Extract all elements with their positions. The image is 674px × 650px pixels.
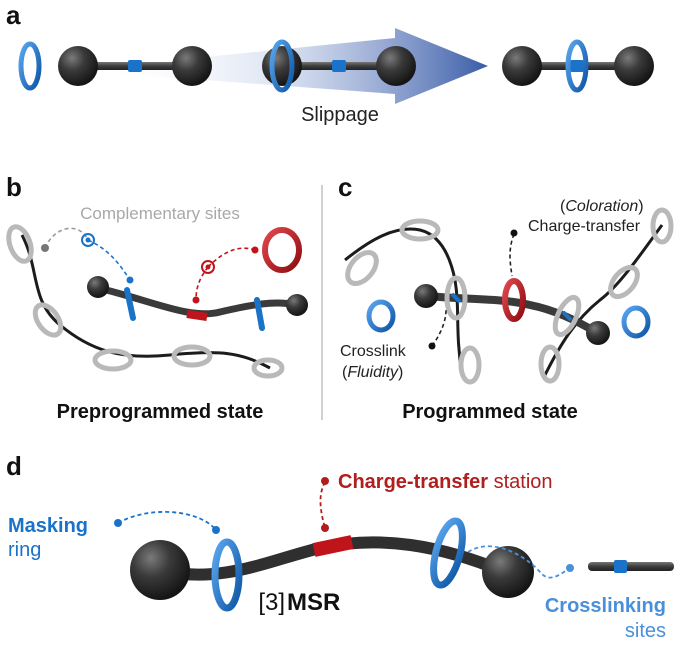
- gray-ring: [538, 344, 562, 384]
- sites-label: sites: [625, 620, 666, 642]
- gray-ring: [458, 345, 482, 385]
- blue-station: [128, 60, 142, 72]
- stopper-ball: [130, 540, 190, 600]
- dumbbell-2: [262, 39, 416, 93]
- red-connector: [195, 266, 209, 301]
- blue-ring-b: [124, 287, 136, 321]
- charge-transfer-label: Charge-transfer: [528, 218, 641, 235]
- stopper-ball: [262, 46, 302, 86]
- crosslinking-connector: [467, 545, 571, 579]
- annotation-dot-red: [321, 477, 329, 485]
- panel-b-label: b: [6, 172, 22, 202]
- slipping-blue-ring: [269, 39, 295, 93]
- gray-ring: [608, 264, 640, 300]
- gray-ring: [650, 207, 674, 245]
- msr-prefix: [3]: [258, 589, 285, 616]
- masking-connector: [117, 511, 217, 531]
- panel-d: d Charge-transfer station Masking ring […: [6, 451, 674, 642]
- red-station-d: [312, 535, 354, 557]
- free-blue-ring: [18, 41, 42, 91]
- site-dot-blue: [126, 276, 134, 284]
- stopper-ball: [376, 46, 416, 86]
- annotation-dot-blue: [114, 519, 122, 527]
- blue-station: [332, 60, 346, 72]
- dumbbell-1: [58, 46, 212, 86]
- gray-ring: [399, 218, 441, 242]
- crosslink-connector: [431, 309, 447, 347]
- blue-station: [561, 310, 573, 322]
- stopper-ball: [614, 46, 654, 86]
- complementary-sites-label: Complementary sites: [80, 204, 240, 223]
- stopper-ball: [586, 321, 610, 345]
- coloration-label: (Coloration): [560, 198, 644, 215]
- free-blue-ring: [366, 299, 396, 333]
- stopper-ball: [482, 546, 534, 598]
- panel-d-label: d: [6, 451, 22, 481]
- gray-ring: [92, 348, 134, 372]
- fluidity-label: (Fluidity): [342, 364, 403, 381]
- free-blue-ring: [621, 305, 651, 339]
- site-marker-red: [201, 260, 215, 274]
- polymer-chain: [543, 224, 664, 376]
- msr-label: MSR: [287, 589, 340, 616]
- charge-transfer-connector: [509, 233, 515, 277]
- annotation-dot-lightblue: [566, 564, 574, 572]
- masking-ring-left: [211, 538, 243, 612]
- free-red-ring: [262, 227, 302, 273]
- panel-b: b Complementary sites Preprogrammed: [6, 172, 308, 423]
- annotation-dot-blue: [212, 526, 220, 534]
- preprogrammed-caption: Preprogrammed state: [57, 401, 264, 423]
- panel-c: c (Coloration) Charge-transfer Crosslink: [338, 172, 674, 423]
- stopper-ball: [58, 46, 98, 86]
- charge-transfer-station-label: Charge-transfer station: [338, 471, 553, 493]
- stopper-ball: [172, 46, 212, 86]
- red-station-b: [186, 310, 208, 321]
- axle-fragment: [588, 562, 674, 571]
- masking-label: Masking: [8, 515, 88, 537]
- gray-ring: [6, 224, 34, 264]
- threaded-blue-ring: [565, 39, 589, 93]
- slippage-label: Slippage: [301, 104, 379, 126]
- blue-ring-b: [254, 297, 265, 331]
- station-connector: [319, 481, 326, 529]
- panel-a-label: a: [6, 0, 21, 30]
- stopper-ball: [502, 46, 542, 86]
- site-dot: [41, 244, 49, 252]
- blue-station: [570, 60, 584, 72]
- gray-ring: [345, 250, 379, 286]
- blue-station: [450, 292, 462, 304]
- stopper-ball: [414, 284, 438, 308]
- red-connector-top: [207, 247, 256, 268]
- site-dot-red: [192, 296, 200, 304]
- red-ring-c: [502, 278, 526, 322]
- crosslinking-label: Crosslinking: [545, 595, 666, 617]
- gray-ring: [444, 275, 468, 321]
- polymer-chain: [344, 227, 464, 376]
- annotation-dot: [428, 342, 436, 350]
- blue-station: [614, 560, 627, 573]
- dumbbell-3: [502, 39, 654, 93]
- panel-a: a Slippage: [6, 0, 654, 126]
- blue-connector: [87, 239, 131, 281]
- programmed-caption: Programmed state: [402, 401, 578, 423]
- site-dot-red: [251, 246, 259, 254]
- panel-c-label: c: [338, 172, 352, 202]
- stopper-ball: [286, 294, 308, 316]
- site-marker-blue: [81, 233, 95, 247]
- gray-ring: [552, 294, 582, 338]
- masking-ring-right: [430, 517, 466, 589]
- gray-ring: [32, 302, 64, 338]
- stopper-ball: [87, 276, 109, 298]
- gray-ring: [251, 357, 285, 379]
- axle-b: [94, 284, 300, 318]
- crosslink-label: Crosslink: [340, 343, 407, 360]
- annotation-dot: [510, 229, 518, 237]
- annotation-dot-red: [321, 524, 329, 532]
- gray-ring: [171, 344, 213, 368]
- ring-label: ring: [8, 539, 41, 561]
